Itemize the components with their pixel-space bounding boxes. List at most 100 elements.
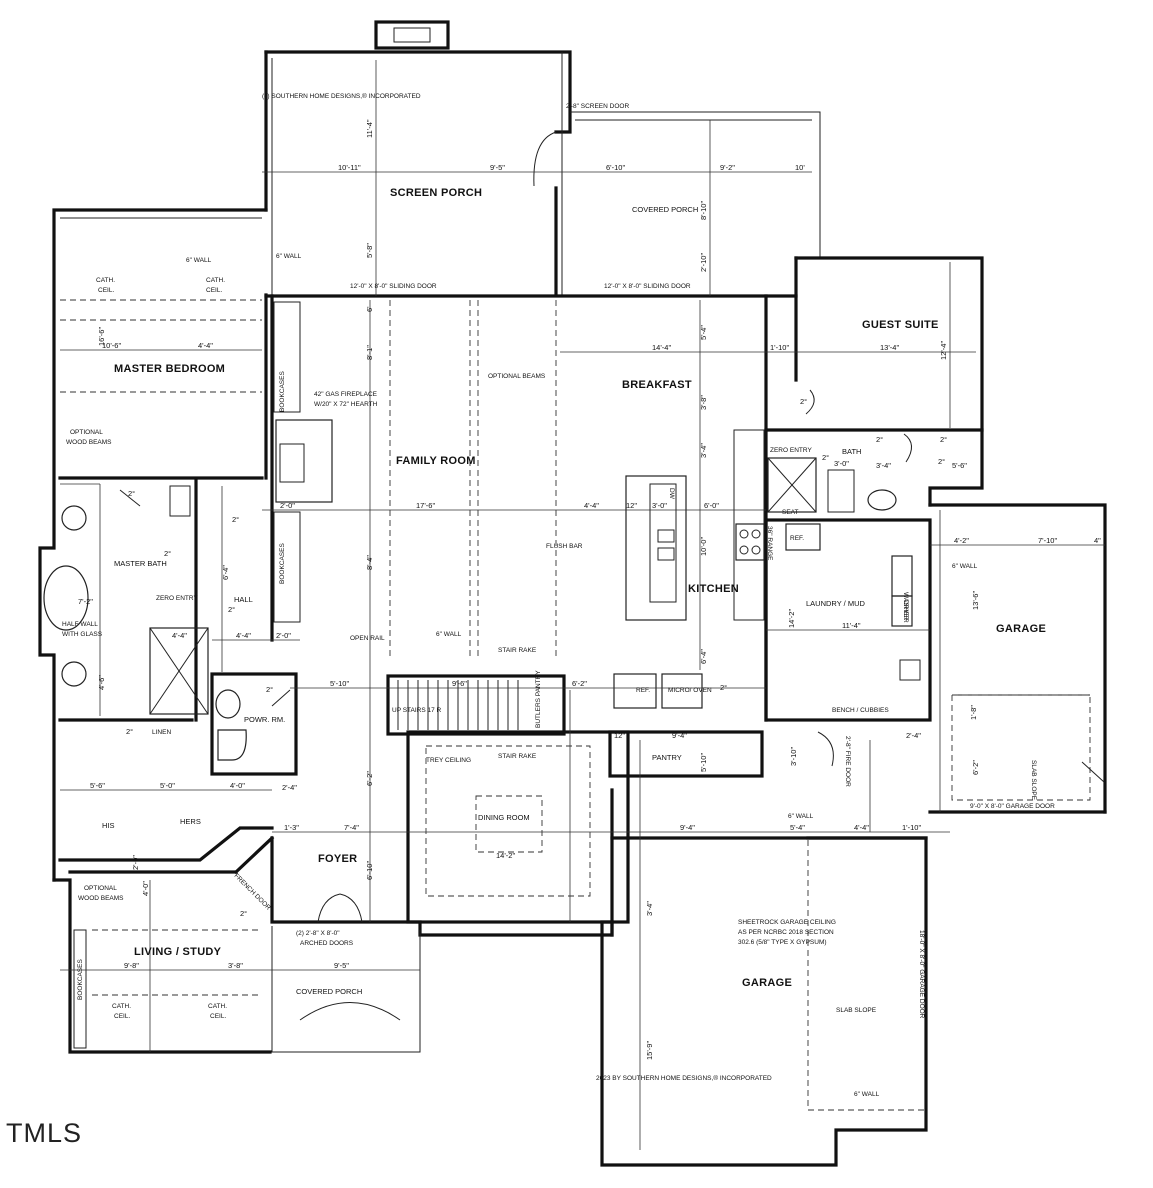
washer — [891, 555, 913, 597]
screen-porch-wall — [264, 50, 572, 134]
note-6in-wall-e: 6" WALL — [788, 813, 814, 820]
door-tag: 2° — [822, 453, 829, 462]
dim-text: 4'-4" — [198, 341, 213, 350]
dim-text: 10'-6" — [102, 341, 121, 350]
stair-walls — [386, 674, 566, 736]
note-fireplace-2: W/20" X 72" HEARTH — [314, 401, 378, 408]
note-zero-entry-2: ZERO ENTRY — [156, 595, 198, 602]
island-top — [649, 483, 677, 603]
sink-master-2 — [61, 661, 87, 687]
note-cath-2: CATH. — [206, 277, 225, 284]
sink-guest — [867, 489, 897, 511]
room-labels: SCREEN PORCH COVERED PORCH GUEST SUITE M… — [102, 187, 1046, 996]
room-kitchen: KITCHEN — [688, 583, 739, 595]
note-arched-doors-2: ARCHED DOORS — [300, 940, 354, 947]
note-bench-cubbies: BENCH / CUBBIES — [832, 707, 889, 714]
note-6in-wall-f: 6" WALL — [854, 1091, 880, 1098]
dim-text: 7'-4" — [344, 823, 359, 832]
closet-s — [58, 826, 274, 862]
note-garage-door-2: 18'-0" X 8'-0" GARAGE DOOR — [918, 930, 925, 1019]
note-washer: WASHER — [902, 592, 909, 621]
note-cath-2b: CEIL. — [206, 287, 222, 294]
door-swing-3 — [805, 389, 815, 415]
bookcases-study — [73, 929, 87, 1049]
note-opt-wood-beams-1b: WOOD BEAMS — [66, 439, 112, 446]
dim-text: 14'-2" — [496, 851, 515, 860]
dim-text: 4'-4" — [854, 823, 869, 832]
dim-text: 6'-10" — [606, 163, 625, 172]
door-tag: 2° — [800, 397, 807, 406]
tub — [43, 565, 89, 631]
dim-text: 12'-4" — [939, 341, 948, 360]
dining-walls — [406, 730, 630, 924]
shower — [149, 627, 209, 715]
dim-text: 6'-4" — [699, 649, 708, 664]
dim-text: 5'-10" — [699, 753, 708, 772]
chimney — [374, 20, 450, 50]
note-ref-2: REF. — [636, 687, 650, 694]
burner-2 — [751, 529, 761, 539]
room-dining: DINING ROOM — [478, 813, 530, 822]
dim-text: 13'-6" — [971, 591, 980, 610]
trey-ceiling-inner — [475, 795, 543, 853]
bookcases-rear — [273, 301, 301, 413]
dim-text: 7'-10" — [1038, 536, 1057, 545]
door-tag: 2° — [876, 435, 883, 444]
covered-porch-rear-outline — [570, 111, 821, 258]
note-opt-wood-beams-2: OPTIONAL — [84, 885, 117, 892]
room-his: HIS — [102, 821, 115, 830]
dim-text: 2'-0" — [276, 631, 291, 640]
room-garage-lower: GARAGE — [742, 977, 792, 989]
dim-text: 3'-4" — [645, 901, 654, 916]
note-opt-wood-beams-2b: WOOD BEAMS — [78, 895, 124, 902]
dim-text: 4" — [1094, 536, 1101, 545]
dim-text: 2'-4" — [282, 783, 297, 792]
note-half-wall: HALF WALL — [62, 621, 98, 628]
dim-text: 2'-0" — [280, 501, 295, 510]
room-covered-porch-rear: COVERED PORCH — [632, 205, 698, 214]
dim-text: 1'-8" — [969, 705, 978, 720]
note-bookcases-3: BOOKCASES — [77, 959, 84, 1000]
dim-text: 5'-6" — [952, 461, 967, 470]
dim-text: 4'-6" — [97, 675, 106, 690]
dim-text: 4'-0" — [141, 881, 150, 896]
note-bookcases-1: BOOKCASES — [279, 371, 286, 412]
laundry-sink — [899, 659, 921, 681]
note-trey-ceiling: TREY CEILING — [426, 757, 471, 764]
dim-text: 6'-10" — [365, 861, 374, 880]
dim-text: 4'-2" — [954, 536, 969, 545]
door-tag: 2° — [164, 549, 171, 558]
note-range: 36" RANGE — [766, 526, 773, 561]
dim-text: 10'-0" — [699, 537, 708, 556]
sink-1 — [657, 529, 675, 543]
shower-guest-x2 — [767, 457, 817, 513]
room-breakfast: BREAKFAST — [622, 379, 692, 391]
dim-text: 3'-0" — [652, 501, 667, 510]
door-tag: 2° — [938, 457, 945, 466]
room-covered-porch-front: COVERED PORCH — [296, 987, 362, 996]
dim-text: 17'-6" — [416, 501, 435, 510]
garage-door-swing-1 — [951, 694, 1091, 801]
dim-text: 4'-4" — [584, 501, 599, 510]
dim-text: 13'-4" — [880, 343, 899, 352]
door-tag: 2° — [720, 683, 727, 692]
room-hers: HERS — [180, 817, 201, 826]
dim-text: 5'-10" — [330, 679, 349, 688]
dim-text: 2'-10" — [699, 253, 708, 272]
kitchen-island — [625, 475, 687, 621]
note-sliding-door-1: 12'-0" X 8'-0" SLIDING DOOR — [350, 283, 437, 290]
dim-text: 3'-8" — [228, 961, 243, 970]
note-zero-entry-1: ZERO ENTRY — [770, 447, 812, 454]
garage-upper-exterior — [928, 503, 1107, 814]
door-swing-6 — [1081, 761, 1105, 783]
note-butlers-pantry: BUTLERS PANTRY — [535, 670, 542, 728]
note-sliding-door-2: 12'-0" X 8'-0" SLIDING DOOR — [604, 283, 691, 290]
dim-text: 3'-4" — [699, 443, 708, 458]
door-tag: 2° — [128, 489, 135, 498]
dim-text: 9'-5" — [490, 163, 505, 172]
dim-text: 1'-10" — [902, 823, 921, 832]
dim-text: 1'-3" — [284, 823, 299, 832]
note-screen-door: 2'-8" SCREEN DOOR — [566, 103, 629, 110]
toilet-guest — [827, 469, 855, 513]
